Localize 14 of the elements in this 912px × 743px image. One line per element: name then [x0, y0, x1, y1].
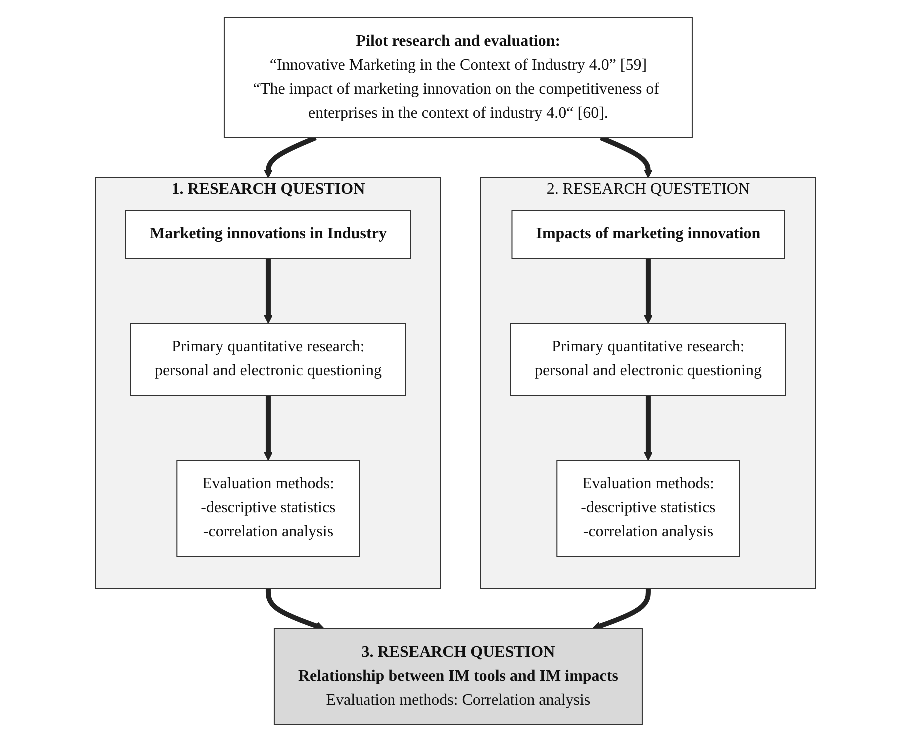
- node-box: Primary quantitative research: personal and electronic questioning: [510, 323, 786, 396]
- arrow: [264, 258, 273, 324]
- node-box: Marketing innovations in Industry: [126, 210, 412, 259]
- arrow: [592, 589, 651, 630]
- node-box: Evaluation methods: -descriptive statistics -correlation analysis: [556, 460, 740, 557]
- node-box: Impacts of marketing innovation: [512, 210, 786, 259]
- node-box: 3. RESEARCH QUESTION Relationship between IM tools and IM impacts Evaluation methods: Correlation analysis: [274, 628, 643, 726]
- arrow: [644, 258, 653, 324]
- arrow: [644, 396, 653, 461]
- node-box: Primary quantitative research: personal and electronic questioning: [130, 323, 406, 396]
- node-box: Pilot research and evaluation: “Innovative Marketing in the Context of Industry 4.0” [59] “The impact of marketing innovation on the competitiveness of enterprises in the context of industry 4.0“ [60].: [224, 18, 693, 138]
- arrow: [266, 589, 325, 630]
- arrow: [264, 396, 273, 461]
- node-box: Evaluation methods: -descriptive statistics -correlation analysis: [176, 460, 360, 557]
